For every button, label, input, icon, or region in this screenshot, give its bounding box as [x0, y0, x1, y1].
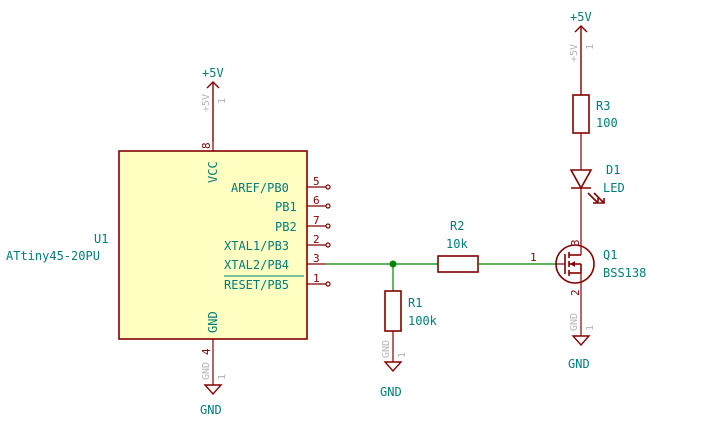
u1-pin-pb0-name: AREF/PB0 — [231, 181, 289, 195]
u1-attiny45[interactable]: U1 ATtiny45-20PU 8 VCC 4 GND AREF/PB0 5 … — [6, 142, 331, 385]
ghost-gnd-r1: GND — [381, 340, 392, 358]
ghost-5v-led: +5V — [569, 44, 580, 62]
r3-value: 100 — [596, 116, 618, 130]
u1-pin-pb3-name: XTAL1/PB3 — [224, 239, 289, 253]
d1-ref: D1 — [606, 163, 620, 177]
u1-pin-pb5-num: 1 — [313, 272, 320, 285]
d1-value: LED — [603, 181, 625, 195]
r3-ref: R3 — [596, 99, 610, 113]
ghost-5v-u1: +5V — [201, 94, 212, 112]
q1-ref: Q1 — [603, 248, 617, 262]
r1-resistor[interactable]: R1 100k — [384, 290, 438, 362]
mosfet-arrow-icon — [570, 261, 575, 267]
power-label-5v-u1: +5V — [202, 66, 224, 80]
r2-value: 10k — [446, 237, 468, 251]
u1-pin-pb4-name: XTAL2/PB4 — [224, 258, 289, 272]
u1-pin-gnd-name: GND — [206, 311, 220, 333]
q1-pin-source: 2 — [569, 289, 582, 296]
q1-pin-gate: 1 — [530, 251, 537, 264]
u1-pin-vcc-name: VCC — [206, 161, 220, 183]
u1-pin-pb2-name: PB2 — [275, 220, 297, 234]
u1-ref: U1 — [94, 232, 108, 246]
r2-resistor[interactable]: R2 10k — [437, 219, 479, 273]
d1-led[interactable]: D1 LED — [569, 163, 625, 230]
ghost-gnd-u1: GND — [201, 362, 212, 380]
led-light-arrows-icon — [587, 192, 605, 204]
ghost-pin-gnd-u1: 1 — [217, 374, 228, 380]
power-symbol-5v-led: +5V +5V 1 — [569, 10, 596, 95]
u1-value: ATtiny45-20PU — [6, 249, 100, 263]
ground-label-q1: GND — [568, 357, 590, 371]
ground-label-r1: GND — [380, 385, 402, 399]
q1-pin-drain: 3 — [569, 239, 582, 246]
r1-ref: R1 — [408, 296, 422, 310]
ghost-gnd-q1: GND — [569, 313, 580, 331]
ground-label-u1: GND — [200, 403, 222, 417]
ground-symbol-u1: GND 1 GND — [200, 362, 228, 417]
u1-pin-pb1-num: 6 — [313, 194, 320, 207]
u1-pin-pb0-num: 5 — [313, 175, 320, 188]
ghost-pin-5v-led: 1 — [585, 44, 596, 50]
u1-pin-pb1-name: PB1 — [275, 200, 297, 214]
u1-pin-pb3-num: 2 — [313, 233, 320, 246]
u1-pin-pb5-name: RESET/PB5 — [224, 278, 289, 292]
q1-value: BSS138 — [603, 266, 646, 280]
q1-mosfet[interactable]: 1 3 2 Q1 BSS138 — [530, 230, 646, 327]
ghost-pin-gnd-r1: 1 — [397, 352, 408, 358]
power-label-5v-led: +5V — [570, 10, 592, 24]
ground-symbol-r1: GND 1 GND — [380, 340, 408, 399]
u1-pin-pb2-num: 7 — [313, 214, 320, 227]
ghost-pin-5v-u1: 1 — [217, 98, 228, 104]
ghost-pin-gnd-q1: 1 — [585, 325, 596, 331]
r2-ref: R2 — [450, 219, 464, 233]
r1-value: 100k — [408, 314, 438, 328]
u1-pin-vcc-num: 8 — [200, 142, 213, 149]
ground-symbol-q1: GND 1 GND — [568, 313, 596, 371]
u1-pin-gnd-num: 4 — [200, 348, 213, 355]
u1-pin-pb4-num: 3 — [313, 252, 320, 265]
r3-resistor[interactable]: R3 100 — [572, 94, 618, 170]
power-symbol-5v-u1: +5V +5V 1 — [201, 66, 228, 142]
